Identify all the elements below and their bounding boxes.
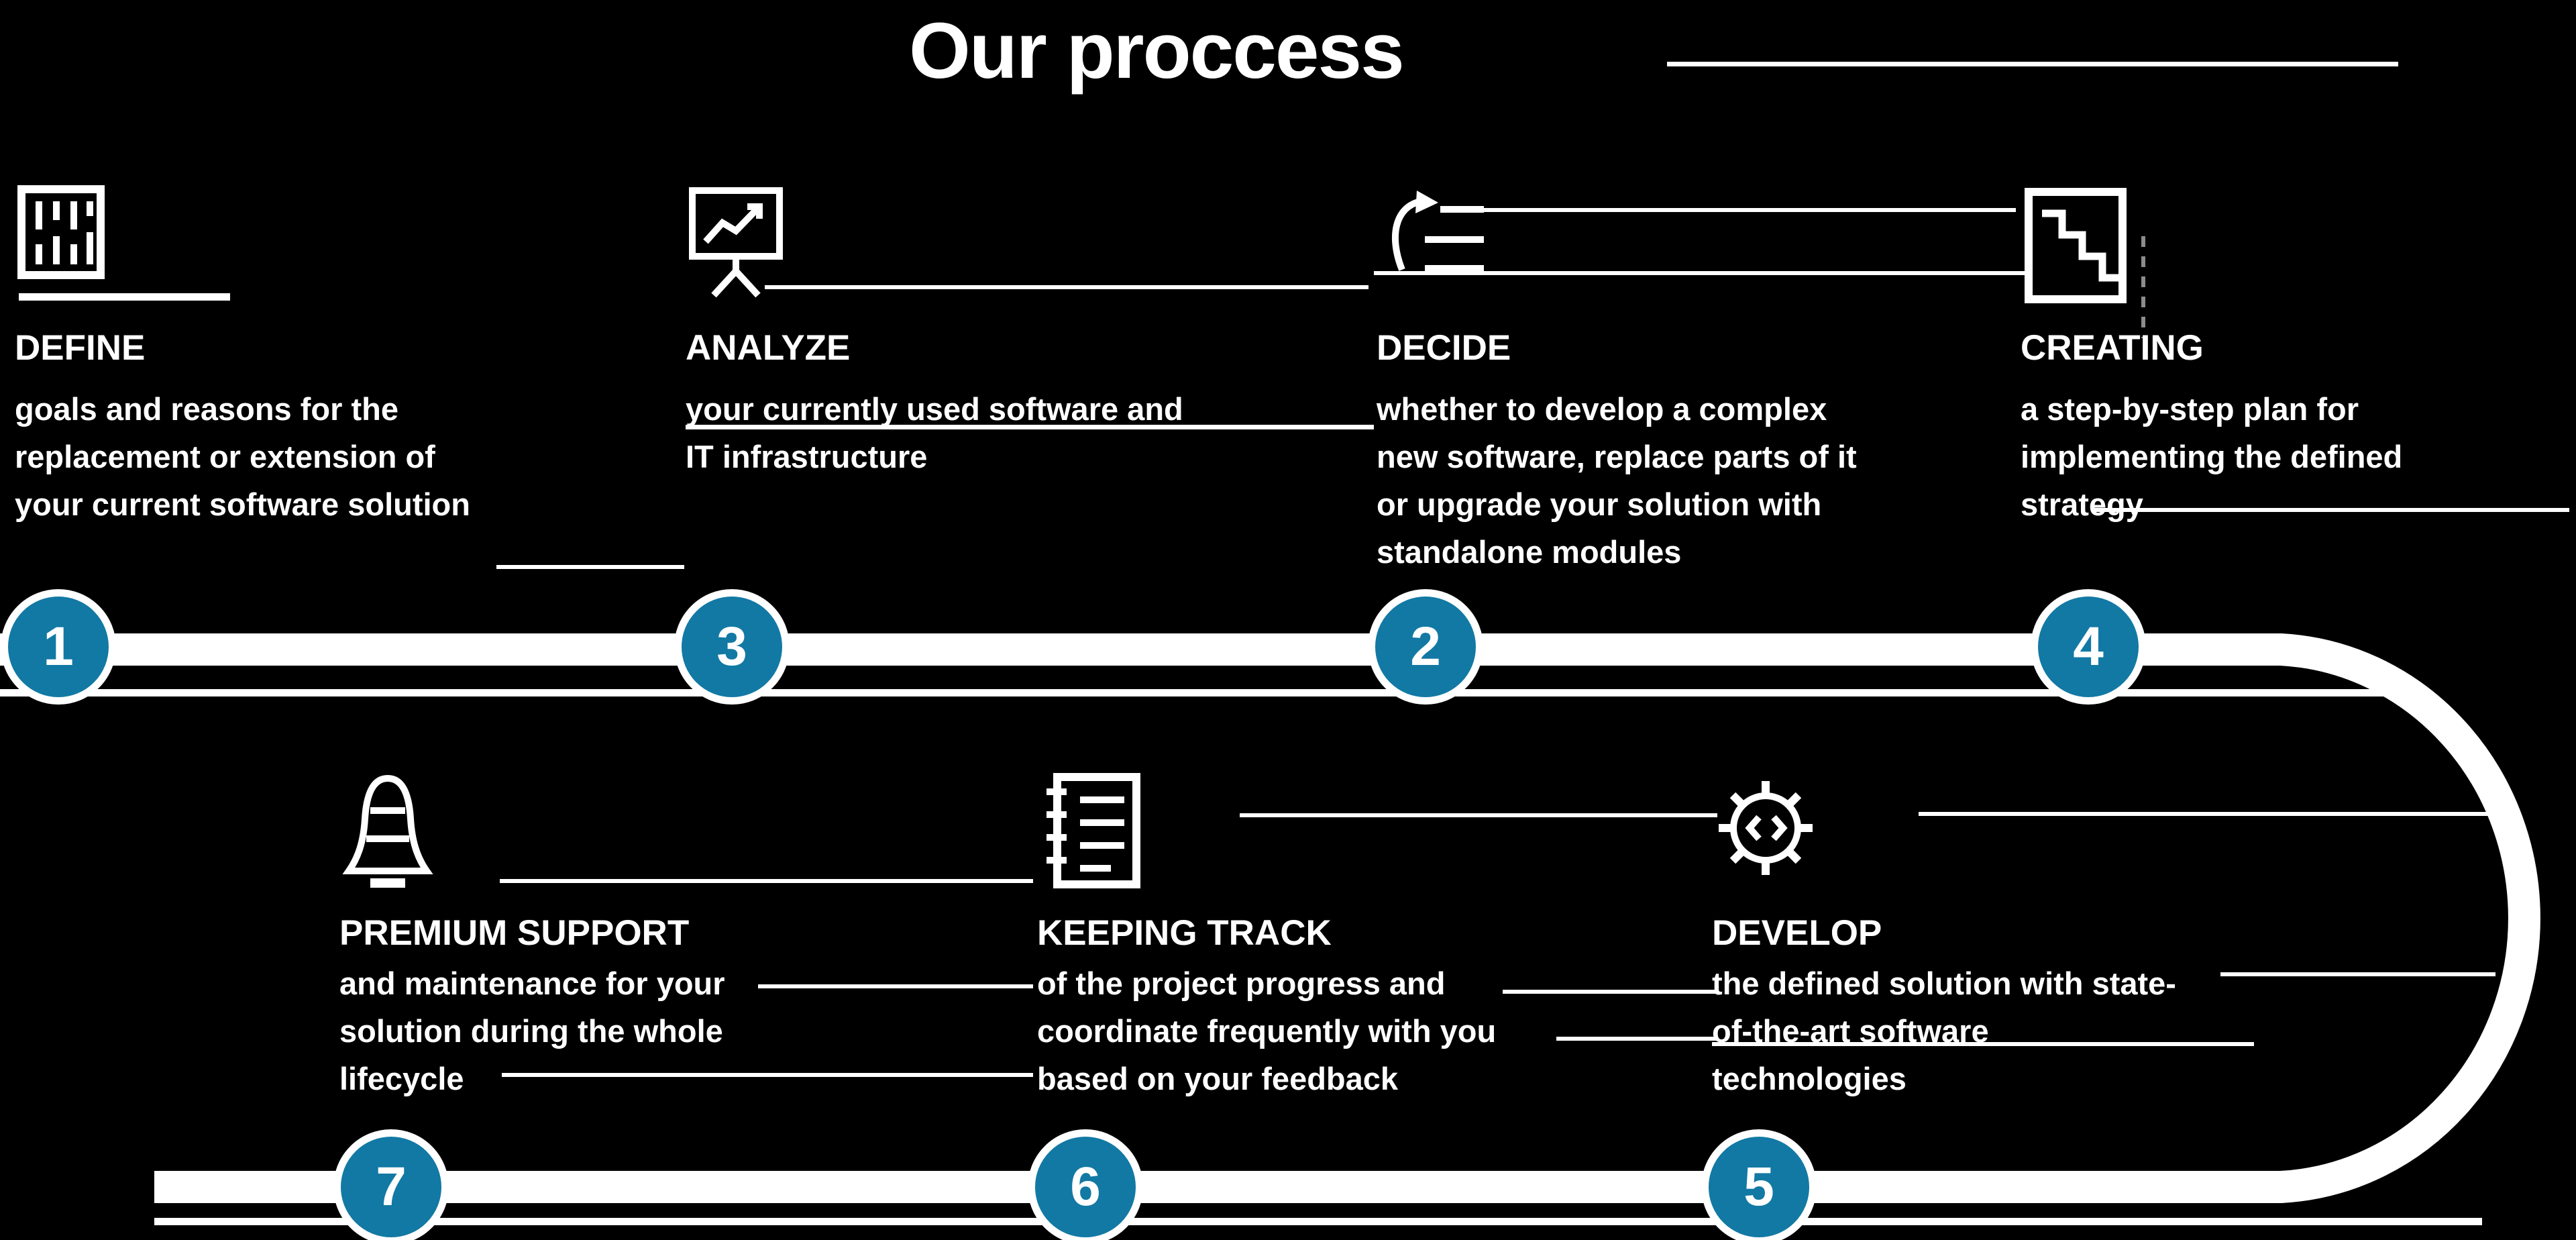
step-number-badge: 1 — [1, 589, 116, 705]
decorative-line — [1240, 813, 1717, 817]
step-text-keeping-track: of the project progress and coordinate f… — [1037, 966, 1497, 1096]
step-number-badge: 5 — [1701, 1129, 1817, 1240]
decorative-line — [765, 285, 1368, 289]
step-text-decide: whether to develop a complex new softwar… — [1377, 391, 1857, 570]
gear-code-icon — [1712, 769, 1826, 893]
decorative-line — [0, 689, 2415, 696]
list-refresh-icon — [1377, 183, 1491, 307]
step-number-badge: 6 — [1028, 1129, 1143, 1240]
decorative-line — [1472, 208, 2016, 212]
decorative-line — [1667, 62, 2398, 66]
decorative-line — [1712, 1042, 2254, 1046]
decorative-line — [1556, 1037, 1717, 1041]
decorative-line — [686, 425, 1374, 429]
step-text-creating: a step-by-step plan for implementing the… — [2021, 391, 2403, 522]
decorative-line — [500, 879, 1033, 883]
decorative-line — [1503, 990, 1717, 994]
decorative-line — [758, 984, 1033, 988]
decorative-line — [154, 1218, 2482, 1225]
step-heading-analyze: ANALYZE — [686, 328, 851, 368]
presentation-chart-icon — [686, 183, 800, 310]
step-heading-creating: CREATING — [2021, 328, 2204, 368]
decorative-line — [1919, 812, 2509, 816]
decorative-line — [19, 293, 230, 301]
notes-icon — [1037, 769, 1158, 900]
step-heading-develop: DEVELOP — [1712, 913, 1882, 953]
section-title: Our proccess — [909, 7, 1405, 95]
decorative-line — [502, 1073, 1033, 1077]
decorative-line — [496, 565, 684, 569]
step-number-badge: 7 — [333, 1129, 449, 1240]
decorative-line — [2092, 508, 2569, 512]
step-text-define: goals and reasons for the replacement or… — [15, 391, 470, 522]
decorative-dashed-line — [2141, 236, 2145, 338]
step-heading-premium-support: PREMIUM SUPPORT — [339, 913, 690, 953]
step-heading-define: DEFINE — [15, 328, 146, 368]
step-number-badge: 4 — [2031, 589, 2146, 705]
step-number-badge: 2 — [1368, 589, 1483, 705]
decorative-line — [2220, 972, 2496, 976]
step-text-analyze: your currently used software and IT infr… — [686, 391, 1183, 474]
step-text-develop: the defined solution with state- of-the-… — [1712, 966, 2176, 1096]
plan-steps-icon — [2021, 183, 2141, 313]
step-heading-keeping-track: KEEPING TRACK — [1037, 913, 1332, 953]
chart-board-icon — [15, 183, 115, 303]
step-heading-decide: DECIDE — [1377, 328, 1511, 368]
step-number-badge: 3 — [674, 589, 790, 705]
bell-icon — [339, 769, 440, 903]
decorative-line — [1374, 271, 2033, 275]
step-text-premium-support: and maintenance for your solution during… — [339, 966, 725, 1096]
